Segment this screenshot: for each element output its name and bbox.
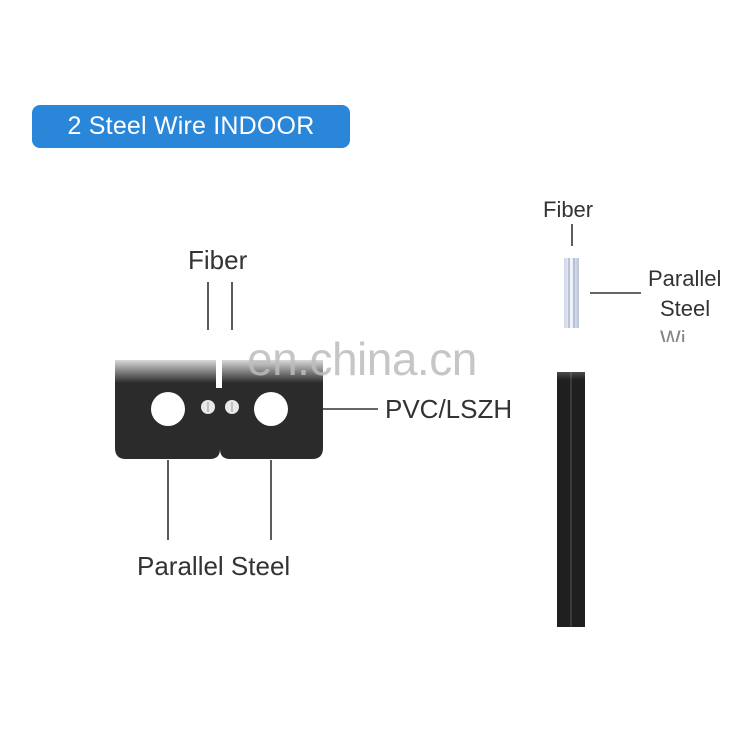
- side-steel-label-line2: Steel: [660, 296, 711, 321]
- cable-side-view: [553, 258, 589, 627]
- steel-wire-right: [254, 392, 288, 426]
- side-steel-label-line3: Wi: [660, 326, 686, 342]
- steel-wire-left: [151, 392, 185, 426]
- side-steel-label-line1: Parallel: [648, 266, 722, 291]
- jacket-label: PVC/LSZH: [385, 394, 513, 424]
- watermark: en.china.cn: [247, 333, 477, 385]
- title-badge: 2 Steel Wire INDOOR: [32, 105, 350, 148]
- steel-label: Parallel Steel: [137, 551, 291, 581]
- side-fiber-label: Fiber: [543, 197, 594, 222]
- fiber-label: Fiber: [188, 245, 248, 275]
- cable-cross-section: [110, 355, 330, 459]
- side-fiber-strip: [564, 258, 579, 328]
